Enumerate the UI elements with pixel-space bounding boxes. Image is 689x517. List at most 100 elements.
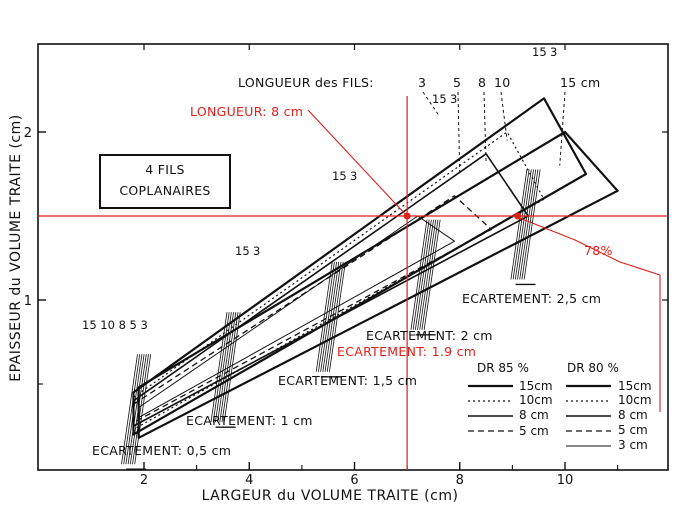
wire-line (410, 219, 428, 330)
legend-dr85-5cm: 5 cm (519, 424, 549, 438)
legend-dr80-3cm: 3 cm (618, 438, 648, 452)
legend-dr85-title: DR 85 % (477, 361, 529, 375)
wire-line (129, 354, 147, 465)
wire-tick-3: 3 (350, 169, 357, 183)
wire-length-15: 15 cm (560, 75, 600, 90)
wire-line (217, 312, 234, 423)
wire-line (326, 261, 344, 372)
length-pointer (422, 91, 440, 116)
box-label-line-2: COPLANAIRES (119, 183, 210, 198)
y-axis-title: EPAISSEUR du VOLUME TRAITE (cm) (8, 114, 24, 381)
legend-dr80-15cm: 15cm (618, 379, 652, 393)
annotation-percent: 78% (584, 243, 613, 258)
wire-line (123, 354, 141, 465)
wire-line (125, 354, 143, 465)
box-label-line-1: 4 FILS (145, 162, 185, 177)
legend-lines (468, 384, 611, 447)
y-tick-label: 1 (24, 294, 32, 309)
wire-tick-15: 15 (235, 244, 250, 258)
wire-line (414, 219, 432, 330)
wire-line (519, 169, 537, 280)
wire-tick-3: 3 (450, 92, 457, 106)
wire-tick-15: 15 (432, 92, 447, 106)
red-point-b (514, 212, 522, 220)
x-tick-label: 10 (557, 473, 574, 488)
red-pointer-percent (519, 217, 661, 412)
wire-line (219, 312, 237, 423)
wire-line (221, 312, 239, 423)
red-pointer-longueur (307, 109, 406, 215)
wire-length-3: 3 (418, 75, 426, 90)
plot-border (37, 43, 669, 471)
series-contour (138, 215, 455, 419)
box-label: 4 FILS COPLANAIRES (99, 154, 231, 209)
legend-dr85-10cm: 10cm (519, 393, 553, 407)
wire-line (417, 219, 434, 330)
x-tick-label: 8 (456, 473, 464, 488)
wire-line (512, 169, 530, 280)
legend-dr85-15cm: 15cm (519, 379, 553, 393)
wire-tick-3: 3 (253, 244, 260, 258)
wire-line (322, 261, 340, 372)
wire-length-title: LONGUEUR des FILS: (238, 75, 374, 90)
wire-line (510, 169, 528, 280)
legend-dr80-title: DR 80 % (567, 361, 619, 375)
wire-tick-15: 15 (532, 45, 547, 59)
legend-dr85-8cm: 8 cm (519, 408, 549, 422)
wire-length-5: 5 (453, 75, 461, 90)
wire-line (523, 169, 541, 280)
annotation-longueur: LONGUEUR: 8 cm (190, 104, 303, 119)
x-tick-label: 4 (245, 473, 253, 488)
wire-line (315, 261, 333, 372)
x-tick-label: 2 (140, 473, 148, 488)
wire-line (132, 354, 149, 465)
box-label-frame (99, 154, 231, 209)
wire-line (421, 219, 439, 330)
wire-line (127, 354, 145, 465)
spacing-label-2-5: ECARTEMENT: 2,5 cm (462, 291, 601, 306)
wire-length-10: 10 (494, 75, 511, 90)
spacing-label-0-5: ECARTEMENT: 0,5 cm (92, 443, 231, 458)
plot-frame (37, 43, 669, 471)
wire-line (517, 169, 534, 280)
wire-line (121, 354, 138, 465)
wire-line (318, 261, 335, 372)
x-axis-title: LARGEUR du VOLUME TRAITE (cm) (202, 488, 459, 504)
wire-length-8: 8 (478, 75, 486, 90)
annotation-ecartement: ECARTEMENT: 1.9 cm (337, 344, 476, 359)
legend-dr80-5cm: 5 cm (618, 423, 648, 437)
wire-tick-3: 3 (550, 45, 557, 59)
spacing-label-2: ECARTEMENT: 2 cm (366, 328, 493, 343)
red-point-a (403, 212, 411, 220)
length-pointer (500, 91, 508, 141)
length-pointer (457, 91, 461, 175)
wire-line (223, 312, 241, 423)
wire-line (320, 261, 338, 372)
length-pointer (483, 91, 487, 163)
x-tick-label: 6 (350, 473, 358, 488)
wire-line (514, 169, 532, 280)
annotation-layer (38, 96, 668, 470)
length-pointer (559, 91, 566, 166)
wire-line (214, 312, 232, 423)
wire-line (324, 261, 342, 372)
spacing-label-1-5: ECARTEMENT: 1,5 cm (278, 373, 417, 388)
y-tick-label: 2 (24, 126, 32, 141)
spacing-label-1: ECARTEMENT: 1 cm (186, 413, 313, 428)
wire-line (210, 312, 228, 423)
wire-line (212, 312, 230, 423)
series-contour (132, 195, 492, 424)
wire-line (329, 261, 346, 372)
legend-dr80-8cm: 8 cm (618, 408, 648, 422)
wire-line (419, 219, 437, 330)
wire-tick-15: 15 (332, 169, 347, 183)
wire-line (134, 354, 152, 465)
left-group-label: 15 10 8 5 3 (82, 318, 148, 332)
wire-line (521, 169, 539, 280)
wire-line (423, 219, 441, 330)
wire-line (412, 219, 430, 330)
legend-dr80-10cm: 10cm (618, 393, 652, 407)
